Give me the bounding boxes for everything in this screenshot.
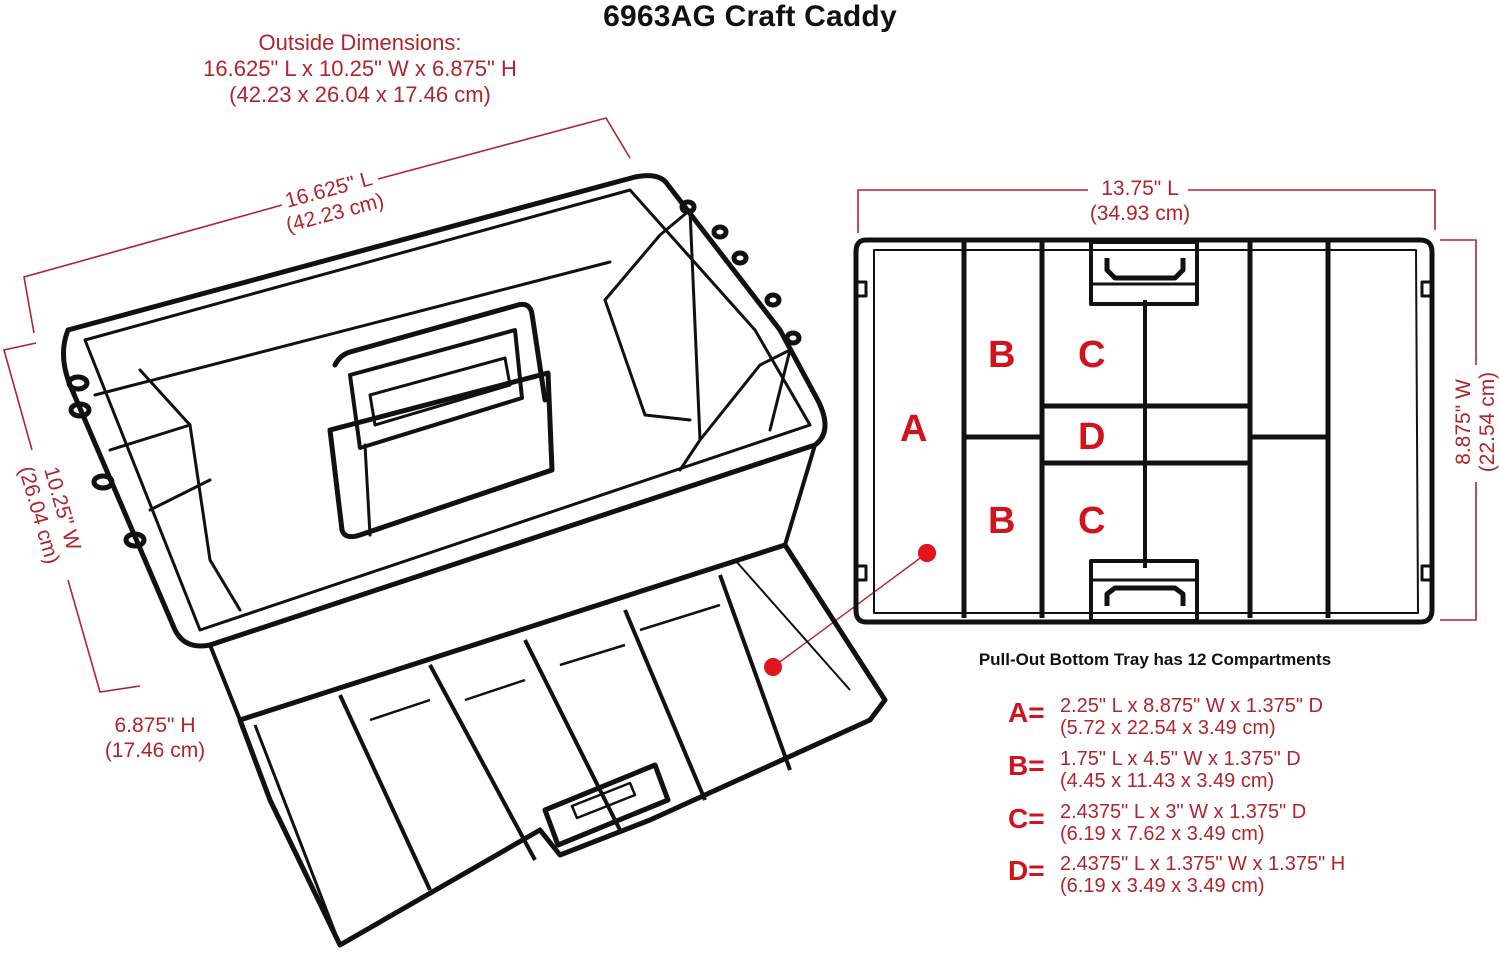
outside-dimensions-imperial: 16.625" L x 10.25" W x 6.875" H bbox=[203, 56, 517, 81]
tray-length-imperial: 13.75" L bbox=[1101, 177, 1179, 200]
spec-item-a: A= 2.25" L x 8.875" W x 1.375" D (5.72 x… bbox=[1008, 695, 1428, 741]
spec-item-c: C= 2.4375" L x 3" W x 1.375" D (6.19 x 7… bbox=[1008, 801, 1428, 847]
compartment-label-a: A bbox=[900, 408, 928, 450]
compartment-label-d: D bbox=[1078, 416, 1106, 458]
spec-item-b: B= 1.75" L x 4.5" W x 1.375" D (4.45 x 1… bbox=[1008, 748, 1428, 794]
caddy-height-imperial: 6.875" H bbox=[114, 714, 196, 737]
page-title: 6963AG Craft Caddy bbox=[603, 0, 897, 33]
tray-length-metric: (34.93 cm) bbox=[1089, 202, 1191, 225]
tray-width-callout: 8.875" W (22.54 cm) bbox=[1452, 352, 1500, 492]
tray-plan bbox=[853, 237, 1435, 625]
spec-letter: B= bbox=[1008, 750, 1045, 781]
spec-item-d: D= 2.4375" L x 1.375" W x 1.375" H (6.19… bbox=[1008, 853, 1428, 899]
tray-width-metric: (22.54 cm) bbox=[1476, 371, 1499, 473]
compartment-label-c-top: C bbox=[1078, 334, 1106, 376]
outside-dimensions-metric: (42.23 x 26.04 x 17.46 cm) bbox=[229, 82, 491, 107]
spec-imperial: 2.4375" L x 3" W x 1.375" D bbox=[1060, 801, 1307, 823]
spec-letter: C= bbox=[1008, 803, 1045, 834]
compartment-label-c-bottom: C bbox=[1078, 500, 1106, 542]
compartment-label-b-bottom: B bbox=[988, 500, 1016, 542]
spec-imperial: 2.4375" L x 1.375" W x 1.375" H bbox=[1060, 853, 1346, 875]
leader-dot-caddy bbox=[764, 658, 782, 676]
spec-letter: D= bbox=[1008, 855, 1045, 886]
spec-metric: (5.72 x 22.54 x 3.49 cm) bbox=[1060, 717, 1276, 739]
tray-length-callout: 13.75" L (34.93 cm) bbox=[1070, 176, 1210, 226]
dimension-lines bbox=[3, 117, 1477, 693]
drawer bbox=[237, 542, 888, 948]
caddy-body bbox=[61, 173, 828, 722]
spec-letter: A= bbox=[1008, 697, 1045, 728]
compartment-label-b-top: B bbox=[988, 334, 1016, 376]
spec-metric: (6.19 x 3.49 x 3.49 cm) bbox=[1060, 875, 1265, 897]
outside-dimensions: Outside Dimensions: 16.625" L x 10.25" W… bbox=[150, 30, 570, 108]
caddy-height-callout: 6.875" H (17.46 cm) bbox=[88, 713, 222, 763]
spec-metric: (6.19 x 7.62 x 3.49 cm) bbox=[1060, 823, 1265, 845]
leader-dot-plan-top bbox=[918, 544, 936, 562]
caddy-height-metric: (17.46 cm) bbox=[104, 739, 206, 762]
tray-caption: Pull-Out Bottom Tray has 12 Compartments bbox=[978, 650, 1332, 669]
spec-metric: (4.45 x 11.43 x 3.49 cm) bbox=[1060, 770, 1275, 792]
spec-imperial: 1.75" L x 4.5" W x 1.375" D bbox=[1060, 748, 1301, 770]
tray-width-imperial: 8.875" W bbox=[1452, 379, 1475, 465]
spec-imperial: 2.25" L x 8.875" W x 1.375" D bbox=[1060, 695, 1323, 717]
outside-dimensions-heading: Outside Dimensions: bbox=[258, 30, 462, 55]
